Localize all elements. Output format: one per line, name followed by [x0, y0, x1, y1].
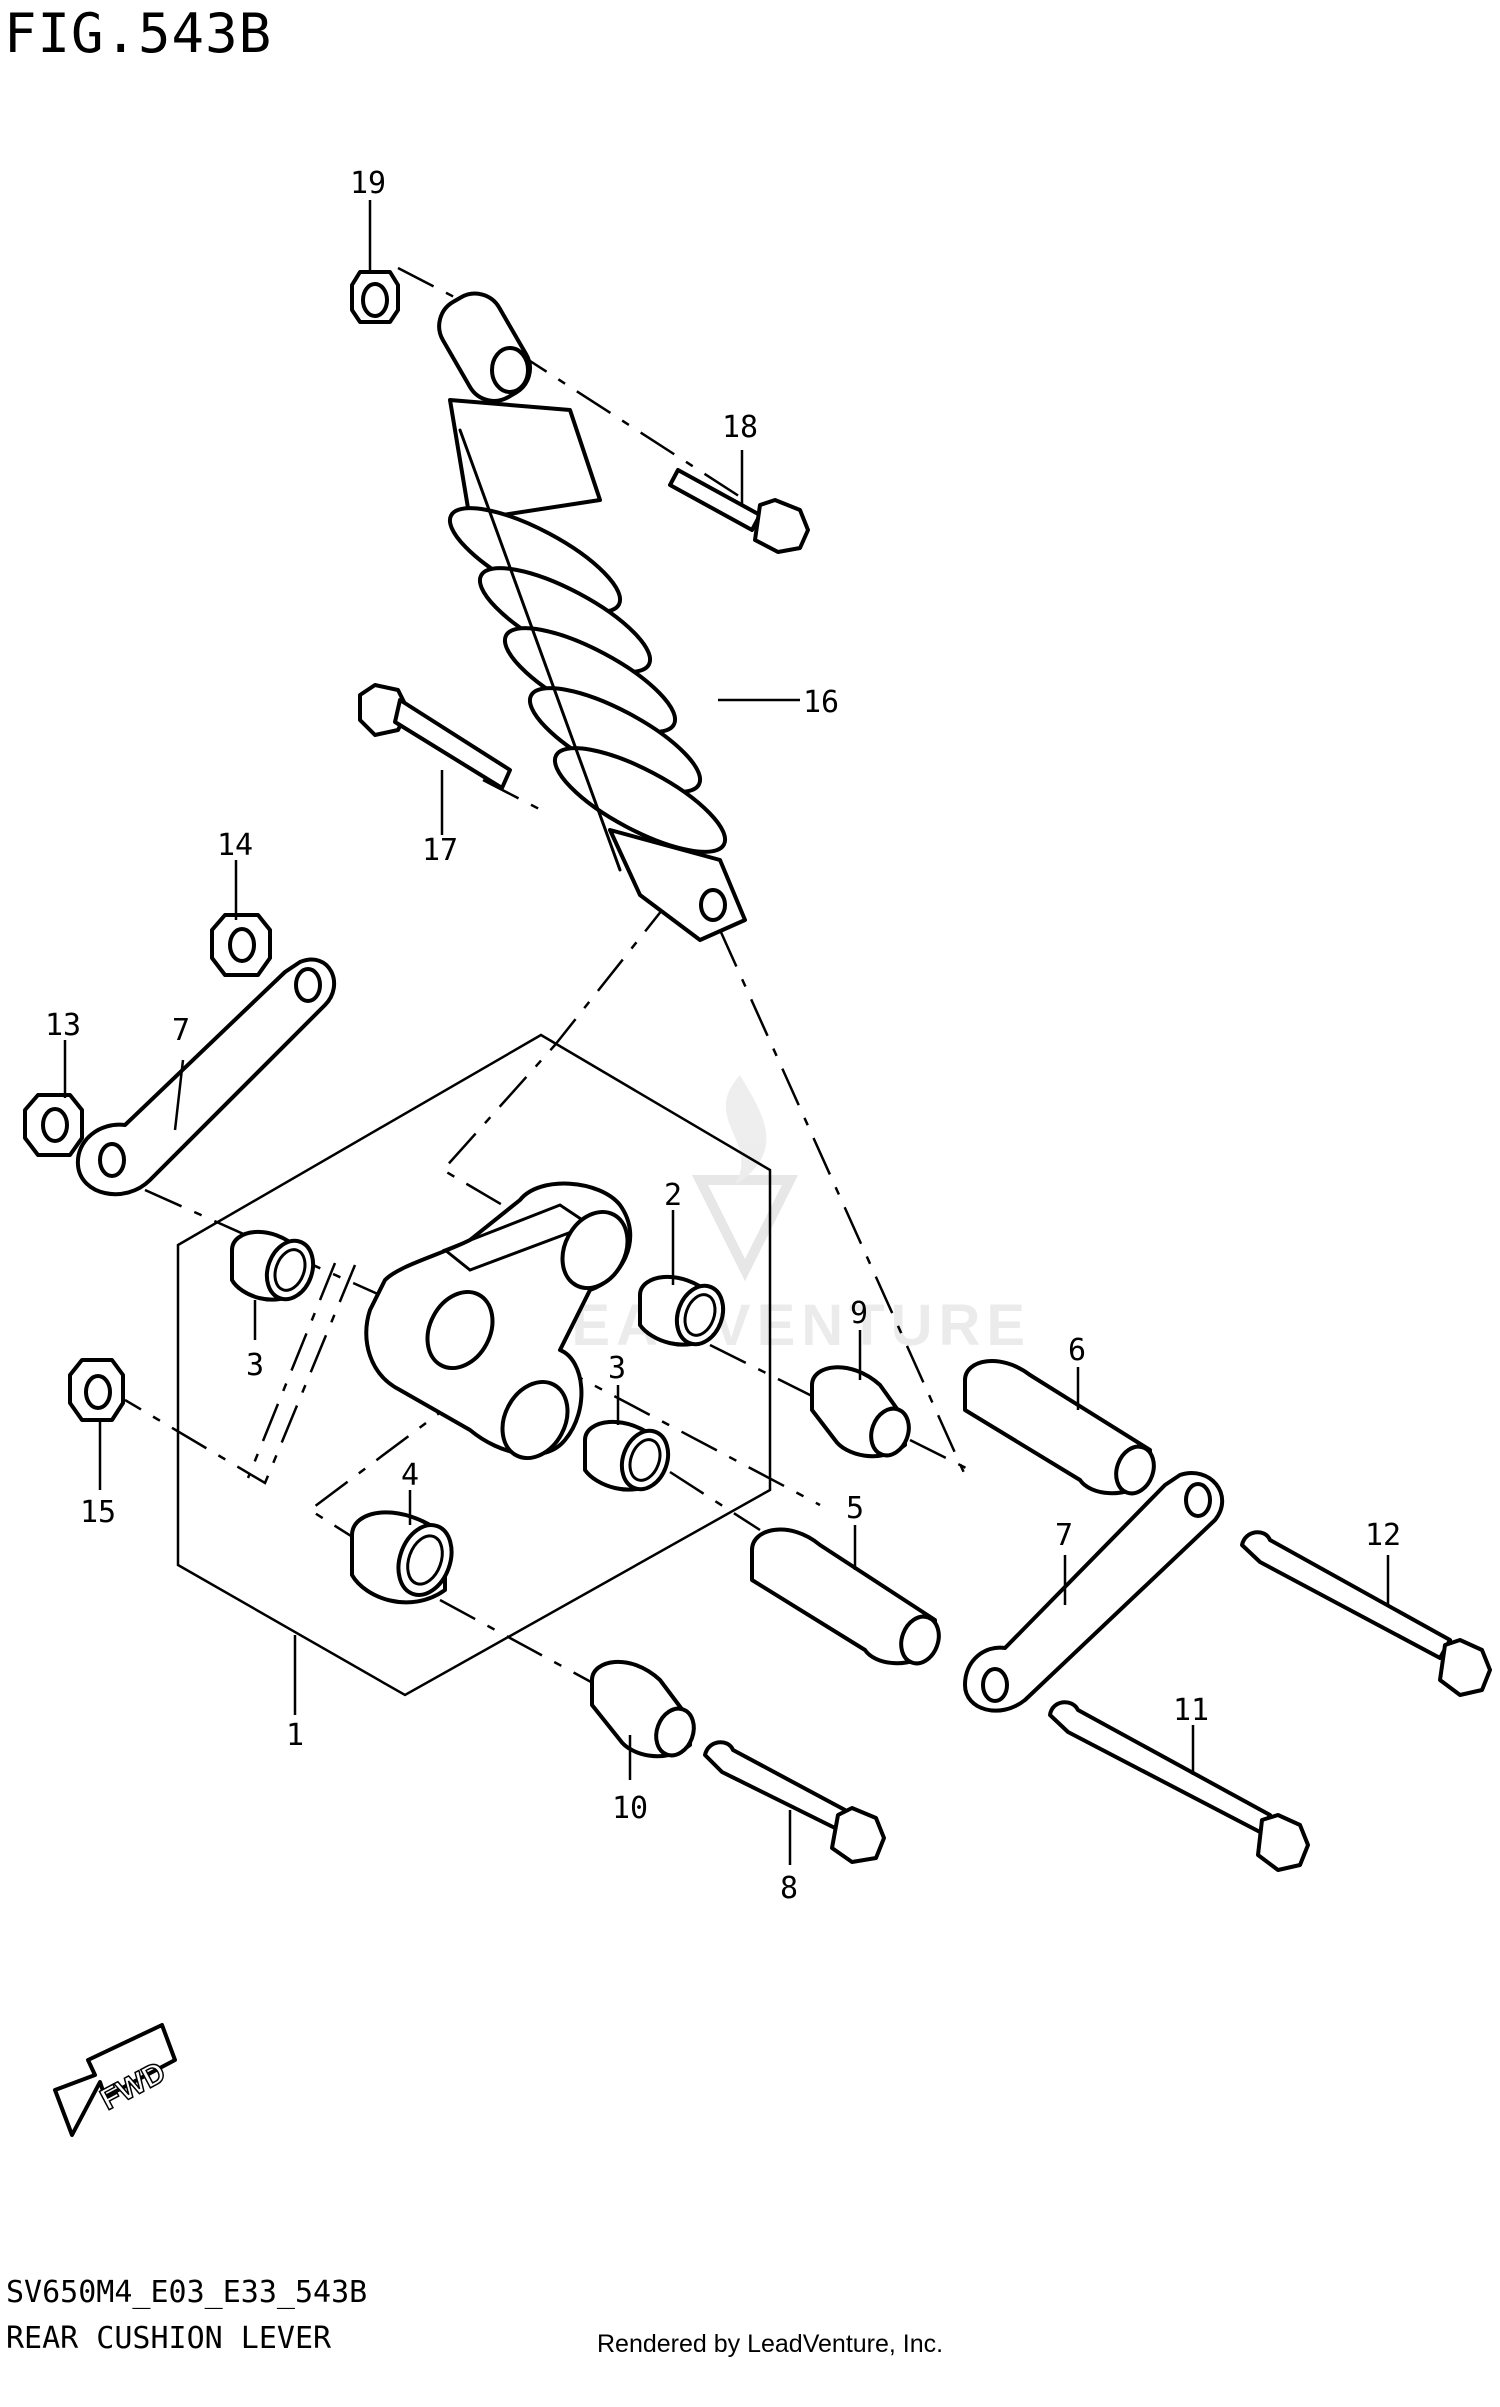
- callout-2: 2: [664, 1178, 682, 1213]
- callout-labels: 19 18 16 17 14 13 7 2 3 3 9 6 15 4 5 7 1…: [45, 166, 1401, 1906]
- part-11-bolt: [1048, 1700, 1310, 1872]
- part-3-bearing-center: [583, 1419, 671, 1492]
- part-19-nut: [350, 270, 400, 324]
- diagram-name: REAR CUSHION LEVER: [6, 2321, 332, 2356]
- part-2-bearing: [638, 1274, 726, 1347]
- watermark-text: LEADVENTURE: [530, 1293, 1031, 1358]
- assembly-frame: [176, 1033, 772, 1697]
- callout-3-center: 3: [608, 1351, 626, 1386]
- callout-5: 5: [846, 1491, 864, 1526]
- part-17-bolt: [358, 683, 512, 790]
- callout-13: 13: [45, 1008, 81, 1043]
- part-5-collar: [750, 1527, 941, 1666]
- part-3-bearing-left: [230, 1230, 316, 1302]
- part-9-spacer: [810, 1365, 911, 1459]
- leader-lines: [63, 200, 1390, 1865]
- callout-17: 17: [422, 833, 458, 868]
- callout-16: 16: [803, 685, 839, 720]
- part-13-nut: [23, 1093, 84, 1157]
- callout-15: 15: [80, 1495, 116, 1530]
- callout-19: 19: [350, 166, 386, 201]
- callout-12: 12: [1365, 1518, 1401, 1553]
- part-18-bolt: [668, 468, 810, 554]
- callout-6: 6: [1068, 1333, 1086, 1368]
- part-6-collar: [963, 1359, 1156, 1496]
- callout-4: 4: [401, 1458, 419, 1493]
- watermark-logo: LEADVENTURE: [530, 1075, 1031, 1358]
- part-14-nut: [210, 913, 272, 977]
- part-12-bolt: [1240, 1530, 1492, 1697]
- callout-7-right: 7: [1055, 1518, 1073, 1553]
- part-10-spacer: [590, 1660, 696, 1759]
- part-16-shock-absorber: [437, 291, 747, 942]
- callout-1: 1: [286, 1718, 304, 1753]
- callout-7-left: 7: [172, 1013, 190, 1048]
- figure-title: FIG.543B: [4, 2, 273, 65]
- callout-10: 10: [612, 1791, 648, 1826]
- part-4-bearing: [350, 1510, 454, 1605]
- part-15-nut: [68, 1358, 125, 1422]
- part-1-cushion-lever: [364, 1181, 633, 1461]
- render-credit: Rendered by LeadVenture, Inc.: [597, 2330, 944, 2358]
- callout-3-left: 3: [246, 1348, 264, 1383]
- fwd-arrow-icon: FWD: [53, 2023, 177, 2137]
- part-8-bolt: [703, 1740, 886, 1864]
- callout-8: 8: [780, 1871, 798, 1906]
- part-7-link-right: [963, 1471, 1225, 1713]
- part-7-link-left: [75, 957, 337, 1197]
- callout-14: 14: [217, 828, 253, 863]
- callout-11: 11: [1173, 1693, 1209, 1728]
- callout-18: 18: [722, 410, 758, 445]
- diagram-code: SV650M4_E03_E33_543B: [6, 2275, 368, 2310]
- callout-9: 9: [850, 1296, 868, 1331]
